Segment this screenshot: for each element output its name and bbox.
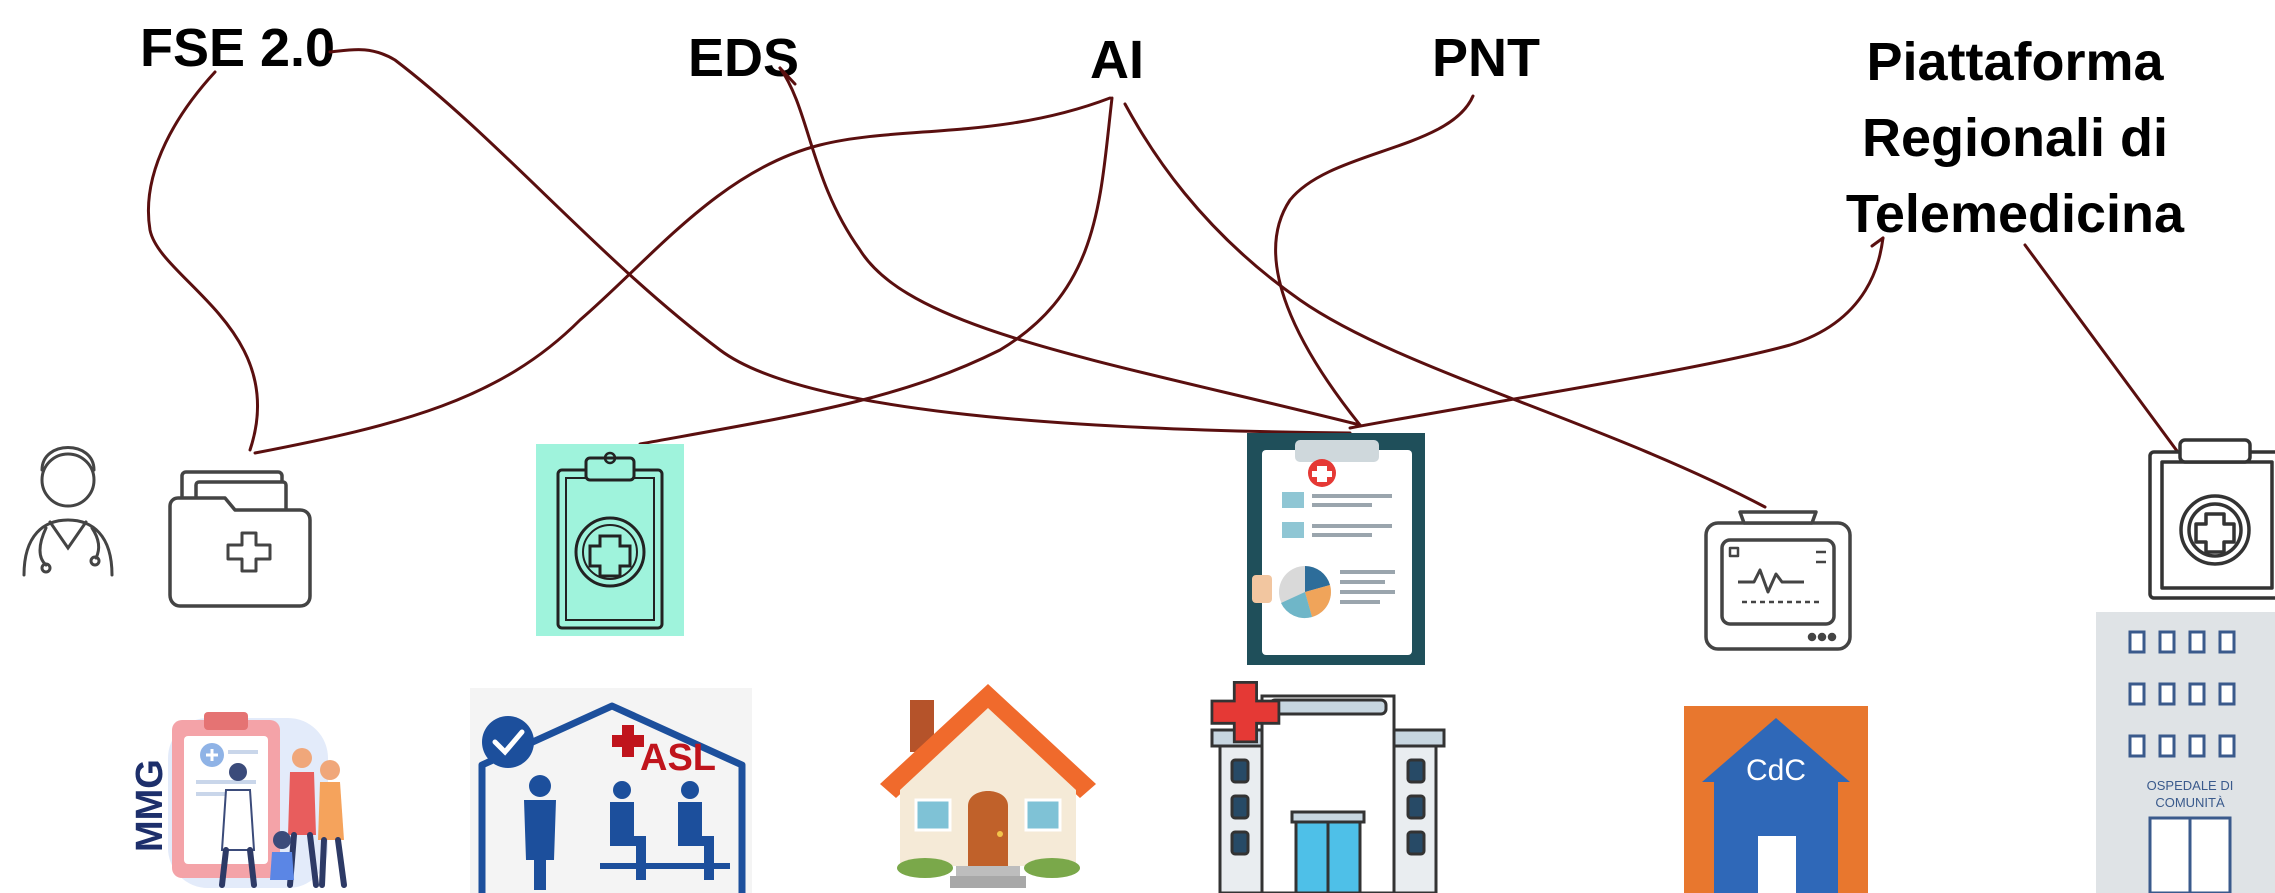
mmg-label: MMG — [129, 759, 171, 852]
connector-ai-monitor — [1123, 102, 1767, 509]
clipboard-medical-icon — [536, 444, 684, 636]
cdc-house-icon: CdC — [1684, 706, 1868, 893]
folder-medical-icon — [168, 470, 312, 608]
connector-ai-folder — [253, 96, 1112, 455]
connector-fse-folder — [147, 70, 259, 452]
connector-ai-clipboard — [638, 96, 1114, 446]
odc-label-line2: COMUNITÀ — [2155, 795, 2225, 810]
cdc-label: CdC — [1746, 754, 1806, 787]
home-icon — [880, 684, 1096, 888]
heading-ai: AI — [1090, 30, 1144, 90]
heading-fse: FSE 2.0 — [140, 18, 336, 78]
connector-lines — [147, 48, 2182, 509]
asl-building-icon: ASL — [470, 688, 752, 893]
connector-report-prt — [1348, 236, 1885, 430]
connector-pnt-report — [1274, 94, 1475, 427]
mmg-illustration: MMG — [129, 712, 347, 888]
ospedale-di-comunita-icon: OSPEDALE DI COMUNITÀ — [2096, 612, 2275, 893]
connector-eds-report — [778, 66, 1362, 427]
connector-prt-arrowhead — [1870, 236, 1885, 248]
heading-eds: EDS — [688, 28, 800, 88]
connector-eds-arrowhead — [778, 66, 797, 86]
medical-report-icon — [1247, 433, 1425, 665]
connector-prt-clipboard — [2023, 243, 2182, 457]
odc-label-line1: OSPEDALE DI — [2147, 778, 2234, 793]
doctor-icon — [22, 446, 114, 577]
heading-piattaforma-telemedicina: Piattaforma Regionali di Telemedicina — [1845, 32, 2185, 244]
vital-monitor-icon — [1704, 510, 1852, 651]
heading-pnt: PNT — [1432, 28, 1540, 88]
connector-fse-report — [328, 48, 1352, 435]
hospital-icon — [1210, 680, 1446, 893]
asl-label: ASL — [640, 737, 716, 779]
clipboard-plus-icon — [2148, 438, 2275, 600]
